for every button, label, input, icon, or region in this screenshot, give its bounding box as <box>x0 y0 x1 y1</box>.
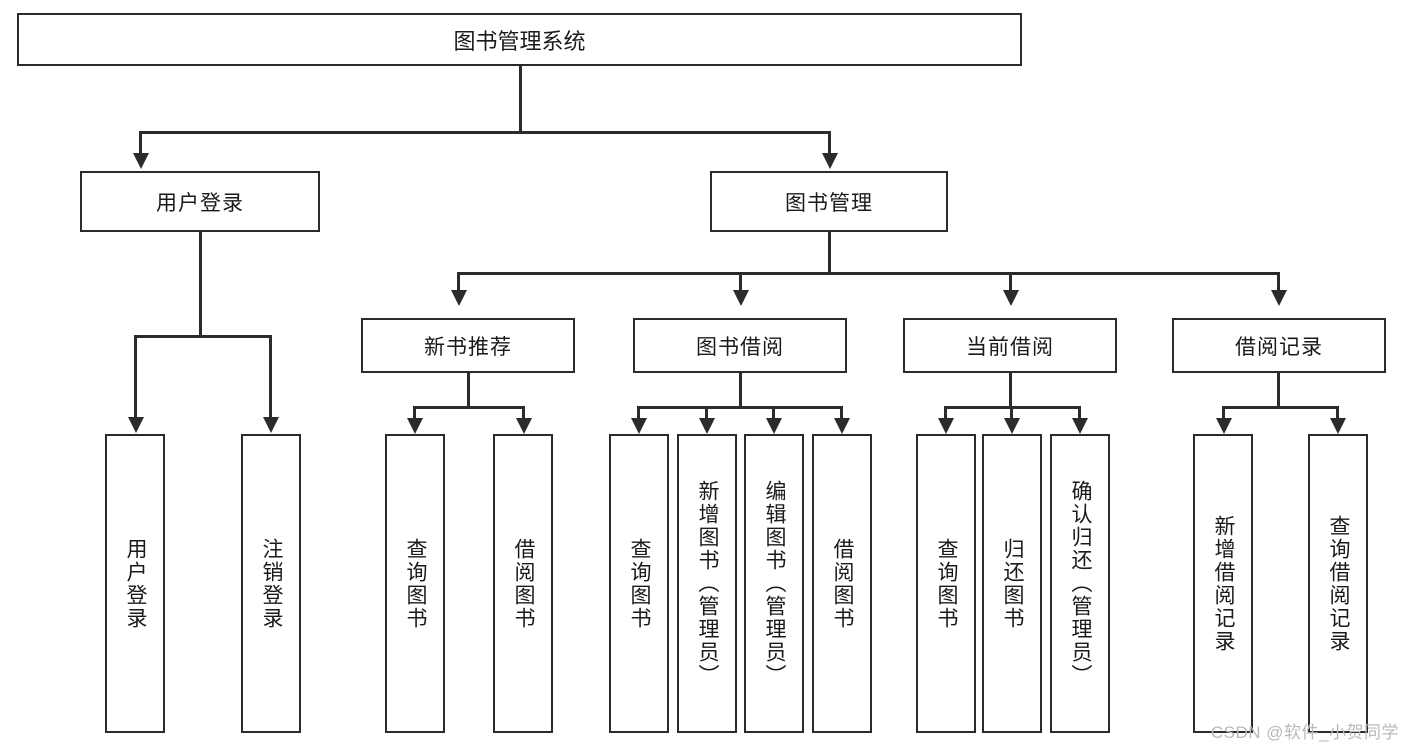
connector-user-login-right <box>269 335 272 417</box>
arrow-borrow-record-leaf-1 <box>1216 418 1232 434</box>
connector-bm-to-new-book <box>457 272 460 290</box>
arrow-book-borrow-leaf-4 <box>834 418 850 434</box>
arrow-bm-to-borrow-record <box>1271 290 1287 306</box>
arrow-root-to-user-login <box>133 153 149 169</box>
arrow-user-login-leaf-2 <box>263 417 279 433</box>
node-new-book-recommend[interactable]: 新书推荐 <box>361 318 575 373</box>
leaf-current-borrow-query[interactable]: 查询图书 <box>916 434 976 733</box>
node-label: 确认归还（管理员） <box>1069 480 1093 687</box>
arrow-current-borrow-leaf-2 <box>1004 418 1020 434</box>
connector-new-book-stem <box>467 373 470 409</box>
connector-borrow-record-leaf-1 <box>1222 406 1225 418</box>
arrow-bm-to-current-borrow <box>1003 290 1019 306</box>
connector-current-borrow-leaf-1 <box>944 406 947 418</box>
connector-bm-to-borrow-record <box>1277 272 1280 290</box>
leaf-borrow-record-add[interactable]: 新增借阅记录 <box>1193 434 1253 733</box>
connector-borrow-record-bar <box>1222 406 1338 409</box>
connector-new-book-leaf-1 <box>413 406 416 418</box>
connector-book-borrow-leaf-3 <box>772 406 775 418</box>
connector-root-bar <box>139 131 831 134</box>
connector-book-borrow-leaf-2 <box>705 406 708 418</box>
leaf-current-borrow-confirm-return[interactable]: 确认归还（管理员） <box>1050 434 1110 733</box>
arrow-book-borrow-leaf-1 <box>631 418 647 434</box>
node-label: 注销登录 <box>260 537 284 630</box>
connector-bm-to-current-borrow <box>1009 272 1012 290</box>
connector-current-borrow-stem <box>1009 373 1012 409</box>
connector-root-to-book-management <box>828 131 831 153</box>
node-book-borrow[interactable]: 图书借阅 <box>633 318 847 373</box>
arrow-user-login-leaf-1 <box>128 417 144 433</box>
connector-book-borrow-stem <box>739 373 742 409</box>
node-label: 图书管理 <box>785 191 873 215</box>
connector-book-management-stem <box>828 232 831 275</box>
watermark-text: CSDN @软件_小贺同学 <box>1210 723 1399 742</box>
arrow-borrow-record-leaf-2 <box>1330 418 1346 434</box>
arrow-new-book-leaf-2 <box>516 418 532 434</box>
leaf-new-book-query[interactable]: 查询图书 <box>385 434 445 733</box>
connector-root-to-user-login <box>139 131 142 153</box>
leaf-book-borrow-add[interactable]: 新增图书（管理员） <box>677 434 737 733</box>
connector-user-login-bar <box>134 335 272 338</box>
arrow-book-borrow-leaf-2 <box>699 418 715 434</box>
connector-borrow-record-leaf-2 <box>1336 406 1339 418</box>
node-label: 借阅图书 <box>512 537 536 630</box>
node-label: 查询图书 <box>628 537 652 630</box>
node-label: 查询借阅记录 <box>1327 514 1351 653</box>
node-label: 借阅记录 <box>1235 335 1323 359</box>
connector-borrow-record-stem <box>1277 373 1280 409</box>
node-label: 新书推荐 <box>424 335 512 359</box>
node-user-login[interactable]: 用户登录 <box>80 171 320 232</box>
leaf-current-borrow-return[interactable]: 归还图书 <box>982 434 1042 733</box>
leaf-borrow-record-query[interactable]: 查询借阅记录 <box>1308 434 1368 733</box>
node-current-borrow[interactable]: 当前借阅 <box>903 318 1117 373</box>
node-label: 归还图书 <box>1001 537 1025 630</box>
node-label: 图书借阅 <box>696 335 784 359</box>
arrow-book-borrow-leaf-3 <box>766 418 782 434</box>
node-borrow-record[interactable]: 借阅记录 <box>1172 318 1386 373</box>
connector-bm-to-book-borrow <box>739 272 742 290</box>
leaf-book-borrow-edit[interactable]: 编辑图书（管理员） <box>744 434 804 733</box>
arrow-current-borrow-leaf-1 <box>938 418 954 434</box>
connector-current-borrow-leaf-2 <box>1010 406 1013 418</box>
arrow-root-to-book-management <box>822 153 838 169</box>
node-label: 新增借阅记录 <box>1212 514 1236 653</box>
arrow-bm-to-new-book <box>451 290 467 306</box>
connector-book-borrow-bar <box>637 406 843 409</box>
connector-user-login-stem <box>199 232 202 338</box>
node-label: 借阅图书 <box>831 537 855 630</box>
leaf-new-book-borrow[interactable]: 借阅图书 <box>493 434 553 733</box>
connector-book-borrow-leaf-4 <box>840 406 843 418</box>
connector-book-borrow-leaf-1 <box>637 406 640 418</box>
node-book-management[interactable]: 图书管理 <box>710 171 948 232</box>
connector-new-book-leaf-2 <box>522 406 525 418</box>
arrow-bm-to-book-borrow <box>733 290 749 306</box>
node-label: 编辑图书（管理员） <box>763 480 787 687</box>
node-label: 用户登录 <box>156 191 244 215</box>
leaf-user-login-login[interactable]: 用户登录 <box>105 434 165 733</box>
leaf-user-login-logout[interactable]: 注销登录 <box>241 434 301 733</box>
node-label: 查询图书 <box>935 537 959 630</box>
arrow-new-book-leaf-1 <box>407 418 423 434</box>
leaf-book-borrow-query[interactable]: 查询图书 <box>609 434 669 733</box>
connector-root-stem <box>519 66 522 133</box>
connector-book-management-bar <box>457 272 1280 275</box>
node-label: 图书管理系统 <box>453 28 586 54</box>
leaf-book-borrow-borrow[interactable]: 借阅图书 <box>812 434 872 733</box>
node-label: 新增图书（管理员） <box>696 480 720 687</box>
connector-current-borrow-leaf-3 <box>1078 406 1081 418</box>
connector-new-book-bar <box>413 406 525 409</box>
connector-user-login-left <box>134 335 137 417</box>
node-label: 查询图书 <box>404 537 428 630</box>
node-label: 当前借阅 <box>966 335 1054 359</box>
arrow-current-borrow-leaf-3 <box>1072 418 1088 434</box>
node-root-book-management-system[interactable]: 图书管理系统 <box>17 13 1022 66</box>
node-label: 用户登录 <box>124 537 148 630</box>
